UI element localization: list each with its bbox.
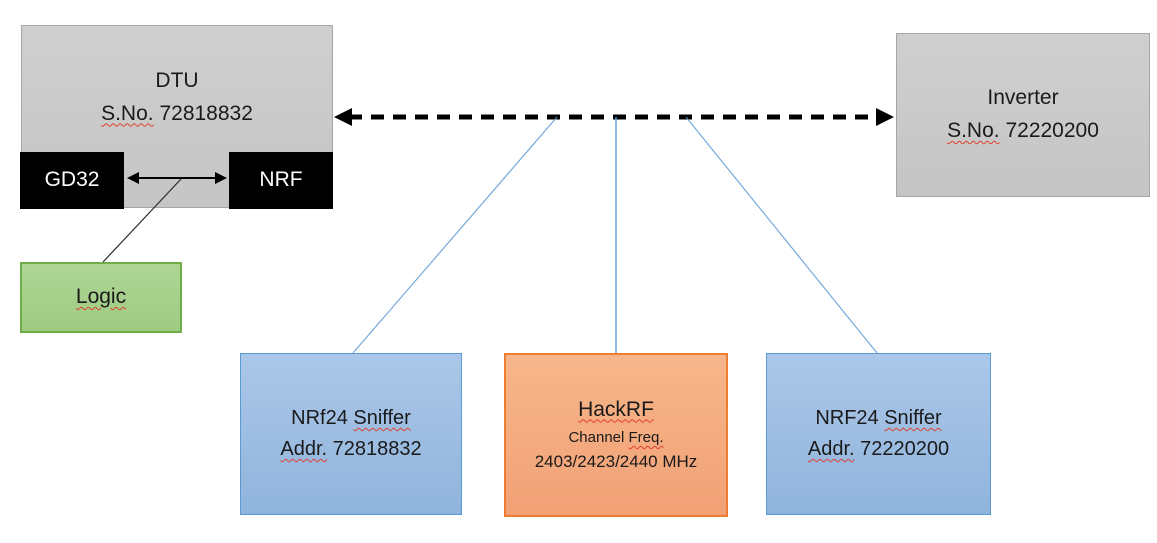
inverter-title: Inverter: [987, 86, 1059, 110]
sniffer-right-title: NRF24 Sniffer: [815, 403, 941, 434]
arrowhead-right-icon: [876, 108, 894, 126]
dtu-inverter-dashed-arrow: [334, 108, 894, 126]
sniffer-left-addr-value: 72818832: [327, 438, 422, 460]
inverter-serial-label: S.No.: [947, 119, 1000, 142]
dtu-serial: S.No. 72818832: [101, 98, 253, 131]
hackrf-frequencies: 2403/2423/2440 MHz: [534, 452, 698, 472]
sniffer-right-title-word: Sniffer: [884, 407, 942, 429]
sniffer-left-title: NRf24 Sniffer: [291, 403, 411, 434]
logic-label: Logic: [75, 285, 127, 309]
sniffer-left-title-word: Sniffer: [353, 407, 411, 429]
tap-line-sniffer-left: [352, 116, 558, 354]
hackrf-title: HackRF: [578, 397, 654, 421]
inverter-serial: S.No. 72220200: [947, 115, 1099, 148]
tap-line-sniffer-right: [685, 116, 878, 354]
sniffer-right-title-prefix: NRF24: [815, 407, 885, 429]
sniffer-right-addr-label: Addr.: [807, 438, 855, 460]
sniffer-left-addr-label: Addr.: [280, 438, 328, 460]
sniffer-right-addr: Addr. 72220200: [808, 434, 949, 465]
sniffer-left-title-prefix: NRf24: [291, 407, 354, 429]
dtu-title: DTU: [155, 68, 199, 92]
gd32-label: GD32: [44, 168, 100, 192]
nrf-node: NRF: [229, 152, 333, 209]
sniffer-left-node: NRf24 Sniffer Addr. 72818832: [240, 353, 462, 515]
inverter-node: Inverter S.No. 72220200: [896, 33, 1150, 197]
logic-node: Logic: [20, 262, 182, 333]
hackrf-channel-label: Channel Freq.: [568, 428, 663, 448]
hackrf-channel-label-prefix: Channel: [568, 429, 629, 447]
gd32-node: GD32: [20, 152, 124, 209]
nrf-label: NRF: [259, 168, 303, 192]
sniffer-right-node: NRF24 Sniffer Addr. 72220200: [766, 353, 991, 515]
dtu-serial-value: 72818832: [153, 101, 253, 125]
dtu-serial-label: S.No.: [101, 101, 154, 125]
sniffer-left-addr: Addr. 72818832: [280, 434, 421, 465]
arrowhead-left-icon: [334, 108, 352, 126]
hackrf-node: HackRF Channel Freq. 2403/2423/2440 MHz: [504, 353, 728, 517]
hackrf-channel-label-word: Freq.: [628, 429, 664, 447]
inverter-serial-value: 72220200: [999, 119, 1099, 142]
sniffer-right-addr-value: 72220200: [854, 438, 950, 460]
